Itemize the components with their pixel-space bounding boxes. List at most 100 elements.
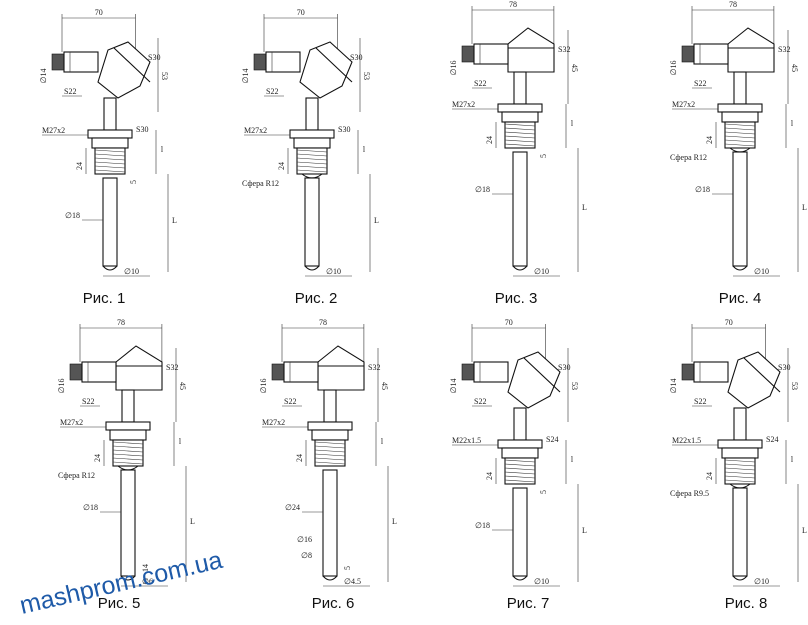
head-height-label: 53: [570, 382, 579, 390]
nut-collar: [91, 137, 129, 149]
tip-diameter-label: ∅10: [124, 267, 139, 276]
thread-mark: [112, 461, 144, 465]
tip-diameter-label: ∅10: [754, 267, 769, 276]
figure-caption: Рис. 5: [98, 595, 141, 612]
neck-tube: [513, 407, 527, 441]
gland-nut-size-label: S22: [64, 87, 76, 96]
hex-nut: [307, 421, 353, 431]
tip-diameter-label: ∅10: [754, 577, 769, 586]
gland-diameter-label: ∅14: [241, 69, 250, 84]
thread-mark: [504, 131, 536, 135]
gland-diameter-label: ∅16: [449, 61, 458, 76]
gland-diameter-label: ∅14: [39, 69, 48, 84]
thread-size-label: M22x1.5: [672, 436, 701, 445]
head-lid-edge: [743, 357, 781, 393]
width-dimension-label: 70: [505, 318, 513, 327]
thread-mark: [296, 165, 328, 169]
thread-mark: [504, 127, 536, 131]
neck-tube: [323, 389, 337, 423]
thread-mark: [504, 135, 536, 139]
hex-nut: [497, 103, 543, 113]
fitting-length-label: 5: [129, 180, 138, 184]
thread-mark: [314, 445, 346, 449]
gland-body: [283, 361, 319, 383]
terminal-head: [727, 27, 775, 73]
length-label: L: [582, 526, 587, 535]
head-key-size-label: S30: [148, 53, 160, 62]
head-key-size-label: S30: [778, 363, 790, 372]
thread-mark: [112, 441, 144, 445]
thread-size-label: M27x2: [452, 100, 475, 109]
thread-key-size-label: S30: [136, 125, 148, 134]
thread-length-label: 24: [705, 472, 714, 480]
fitting-length-label: 5: [539, 490, 548, 494]
gland-nut-size-label: S22: [694, 79, 706, 88]
tip-length-label: 14: [141, 564, 150, 572]
gland-diameter-label: ∅16: [669, 61, 678, 76]
width-dimension-label: 78: [117, 318, 125, 327]
gland-body: [81, 361, 117, 383]
thread-mark: [504, 471, 536, 475]
thread-mark: [504, 123, 536, 127]
head-lid-edge: [523, 357, 561, 393]
protective-sheath: [322, 469, 338, 577]
cable-gland: [461, 363, 475, 381]
length-label: L: [582, 203, 587, 212]
thread-mark: [94, 149, 126, 153]
cable-gland: [69, 363, 83, 381]
sheath-diameter-label: ∅18: [83, 503, 98, 512]
insert-length-label: l: [791, 119, 794, 128]
thread-mark: [314, 449, 346, 453]
neck-tube: [103, 97, 117, 131]
head-height-label: 53: [160, 72, 169, 80]
width-dimension-label: 70: [95, 8, 103, 17]
sphere-seat: [729, 483, 751, 489]
protective-sheath: [732, 487, 748, 577]
thread-mark: [724, 127, 756, 131]
sphere-seat: [729, 147, 751, 153]
thread-mark: [724, 475, 756, 479]
hex-nut: [717, 103, 763, 113]
width-dimension-label: 70: [725, 318, 733, 327]
thread-mark: [504, 139, 536, 143]
sheath-tip: [732, 265, 748, 271]
thread-mark: [296, 161, 328, 165]
nut-collar: [293, 137, 331, 149]
neck-tube: [733, 71, 747, 105]
tip-diameter-label: ∅6: [142, 577, 153, 586]
thread-length-label: 24: [295, 454, 304, 462]
cable-gland: [271, 363, 285, 381]
thread-mark: [724, 123, 756, 127]
head-height-label: 45: [570, 64, 579, 72]
insert-length-label: l: [571, 455, 574, 464]
thread-fitting: [112, 439, 144, 467]
sphere-radius-label: Сфера R12: [58, 471, 95, 480]
thread-length-label: 24: [93, 454, 102, 462]
thread-mark: [112, 445, 144, 449]
thread-mark: [724, 139, 756, 143]
thread-mark: [112, 453, 144, 457]
hex-nut: [105, 421, 151, 431]
width-dimension-label: 78: [729, 0, 737, 9]
length-label: L: [392, 517, 397, 526]
tip-diameter-label: ∅10: [326, 267, 341, 276]
head-key-size-label: S32: [558, 45, 570, 54]
insert-length-label: l: [791, 455, 794, 464]
figure-caption: Рис. 6: [312, 595, 355, 612]
thread-size-label: M27x2: [42, 126, 65, 135]
neck-tube: [121, 389, 135, 423]
thread-mark: [94, 169, 126, 173]
thread-size-label: M22x1.5: [452, 436, 481, 445]
length-label: L: [802, 526, 807, 535]
thread-fitting: [724, 121, 756, 149]
thread-mark: [504, 479, 536, 483]
width-dimension-label: 78: [319, 318, 327, 327]
insert-length-label: l: [179, 437, 182, 446]
thread-fitting: [504, 457, 536, 485]
neck-tube: [305, 97, 319, 131]
thread-size-label: M27x2: [244, 126, 267, 135]
figure-caption: Рис. 4: [719, 290, 762, 307]
